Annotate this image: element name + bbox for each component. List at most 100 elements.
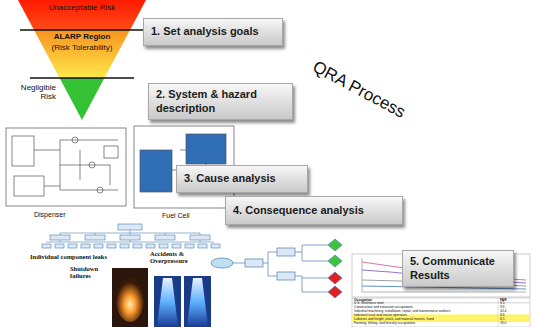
event-tree-part <box>277 248 295 256</box>
fault-tree-part <box>55 244 64 248</box>
fault-tree-part <box>200 233 201 235</box>
step-box: 4. Consequence analysis <box>225 196 403 225</box>
risk-band-label: (Risk Tolerability) <box>47 44 117 53</box>
fuel-cell-schematic-part <box>180 150 186 151</box>
dispenser-schematic-part <box>89 162 95 168</box>
dispenser-schematic-part <box>60 140 118 141</box>
contour-plots-part <box>154 276 181 327</box>
event-tree-part <box>263 252 277 263</box>
contour-plots-part <box>184 276 211 327</box>
dispenser-schematic <box>6 128 126 206</box>
dispenser-schematic-part <box>97 187 103 193</box>
fault-tree-part <box>198 244 207 248</box>
figure-caption: Fuel Cell <box>162 212 190 220</box>
event-tree-part <box>268 263 277 276</box>
fault-tree-part <box>60 233 61 235</box>
fault-tree-part <box>130 240 131 242</box>
step-title: 3. Cause analysis <box>184 172 300 185</box>
flame-photo-part <box>112 268 148 327</box>
results-table-part <box>498 298 499 327</box>
risk-funnel-part <box>60 78 105 120</box>
fault-tree-part <box>130 230 131 233</box>
fault-tree-part <box>95 233 96 235</box>
table-cell: 16.0 <box>500 322 506 326</box>
fault-tree-part <box>68 244 77 248</box>
fault-tree-part <box>155 235 175 240</box>
fault-tree-part <box>107 244 116 248</box>
step-title: 2. System & hazard description <box>156 88 285 114</box>
risk-funnel-part <box>30 77 134 79</box>
fault-tree-part <box>190 235 210 240</box>
fault-tree-part <box>159 244 168 248</box>
flame-photo <box>112 268 148 327</box>
step-box: 5. Communicate Results <box>402 250 514 287</box>
risk-funnel-part <box>20 29 144 31</box>
dispenser-schematic-part <box>60 165 110 166</box>
fault-tree-part <box>94 244 103 248</box>
fault-tree-part <box>81 244 90 248</box>
fault-tree-part <box>42 244 51 248</box>
contour-plots <box>154 276 211 327</box>
step-box: 2. System & hazard description <box>148 83 293 120</box>
figure-caption: Dispenser <box>34 211 66 219</box>
event-tree-part <box>295 276 328 278</box>
fault-tree-part <box>50 235 70 240</box>
fault-tree-part <box>118 224 142 230</box>
event-tree-part <box>245 259 263 267</box>
event-tree-part <box>328 255 342 267</box>
dispenser-schematic-part <box>72 137 78 143</box>
dispenser-schematic-part <box>80 150 81 180</box>
event-tree-part <box>328 286 342 298</box>
dispenser-schematic-part <box>14 176 44 196</box>
event-tree <box>211 239 342 298</box>
fault-tree-part <box>165 233 166 235</box>
fault-tree-part <box>146 244 155 248</box>
dispenser-schematic-part <box>104 146 118 158</box>
fault-tree-part <box>120 244 129 248</box>
risk-funnel-part <box>18 0 146 30</box>
event-tree-part <box>277 272 295 280</box>
fault-tree-part <box>133 244 142 248</box>
risk-funnel-part <box>34 30 130 78</box>
fuel-cell-schematic-part <box>140 150 172 192</box>
fault-tree-part <box>120 235 140 240</box>
dispenser-schematic-part <box>110 165 111 185</box>
step-title: 4. Consequence analysis <box>233 204 395 217</box>
fault-tree <box>42 224 220 248</box>
risk-band-label: ALARP Region <box>42 33 122 42</box>
table-cell: Farming, fishing, and forestry occupatio… <box>354 322 415 326</box>
risk-funnel <box>18 0 146 120</box>
risk-band-label: Unacceptable Risk <box>47 4 117 13</box>
fault-tree-part <box>185 244 194 248</box>
event-tree-part <box>302 278 328 292</box>
fault-tree-part <box>172 244 181 248</box>
fuel-cell-schematic-part <box>186 134 226 164</box>
fault-tree-label: Individual component leaks <box>30 253 107 260</box>
dispenser-schematic-part <box>12 136 34 166</box>
fault-tree-part <box>200 240 201 242</box>
flame-photo-part <box>116 278 144 322</box>
results-chart-part <box>362 258 363 292</box>
fault-tree-part <box>211 244 220 248</box>
fault-tree-label: Shutdown failures <box>70 265 110 279</box>
dispenser-schematic-part <box>6 128 126 206</box>
risk-band-label: Negligible Risk <box>4 84 56 102</box>
fault-tree-label: Accidents & Overpressure <box>150 250 208 264</box>
dispenser-schematic-part <box>34 150 60 151</box>
step-box: 3. Cause analysis <box>176 165 308 193</box>
contour-plots-part <box>157 278 178 326</box>
fault-tree-part <box>60 240 61 242</box>
event-tree-part <box>302 252 328 261</box>
event-tree-part <box>211 258 233 268</box>
fault-tree-part <box>85 235 105 240</box>
results-table-part <box>352 298 530 327</box>
fault-tree-part <box>130 233 131 235</box>
dispenser-schematic-part <box>60 190 118 191</box>
step-title: 5. Communicate Results <box>410 255 506 281</box>
results-chart-part <box>362 292 526 293</box>
step-title: 1. Set analysis goals <box>151 25 275 38</box>
event-tree-part <box>295 245 328 252</box>
event-tree-part <box>233 263 245 264</box>
results-table <box>352 298 530 327</box>
